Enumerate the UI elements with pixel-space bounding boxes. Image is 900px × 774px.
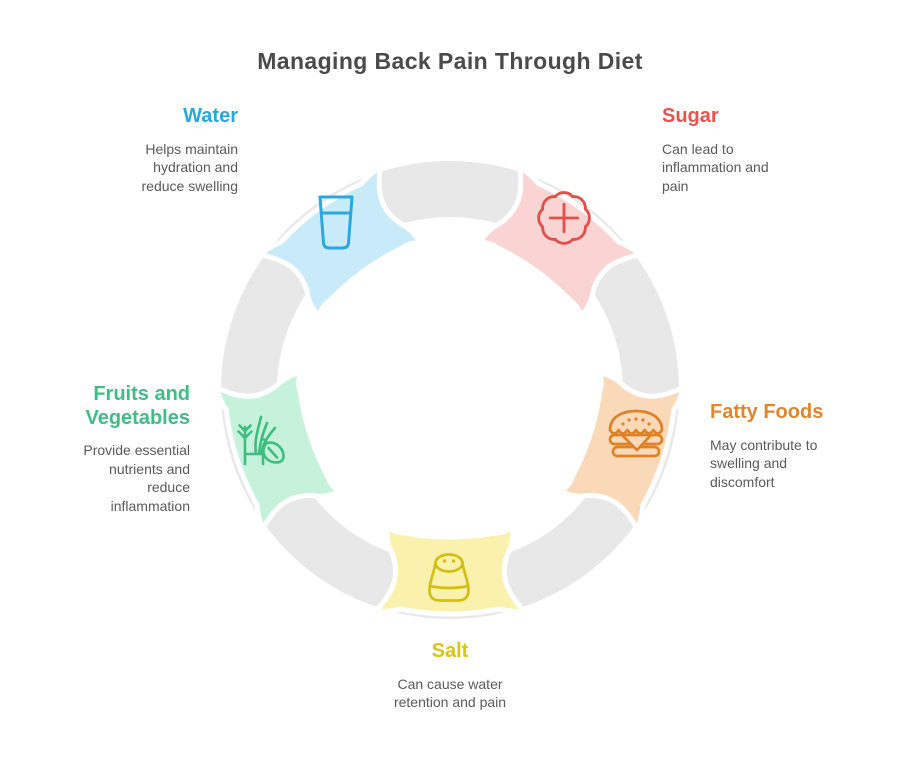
water-description: Helps maintain hydration and reduce swel… bbox=[141, 140, 239, 194]
leaf-plant-icon bbox=[237, 415, 285, 466]
burger-seeds bbox=[621, 417, 651, 426]
sugar-text-block: Sugar Can lead to inflammation and pain bbox=[662, 105, 842, 195]
water-heading: Water bbox=[183, 105, 238, 127]
salt-description: Can cause water retention and pain bbox=[393, 675, 507, 711]
burger-icon bbox=[608, 409, 664, 458]
sugar-heading: Sugar bbox=[662, 105, 719, 127]
page-title: Managing Back Pain Through Diet bbox=[257, 48, 643, 74]
fatty-foods-heading: Fatty Foods bbox=[710, 401, 824, 423]
fatty-foods-description: May contribute to swelling and discomfor… bbox=[710, 436, 818, 490]
fruits-vegetables-heading: Fruits and Vegetables bbox=[85, 383, 190, 429]
water-text-block: Water Helps maintain hydration and reduc… bbox=[38, 105, 239, 195]
sugar-candy-icon bbox=[537, 191, 591, 245]
salt-shaker-holes bbox=[442, 559, 456, 563]
fatty-foods-text-block: Fatty Foods May contribute to swelling a… bbox=[710, 401, 870, 491]
fruits-vegetables-text-block: Fruits and Vegetables Provide essential … bbox=[28, 383, 190, 516]
salt-heading: Salt bbox=[431, 640, 469, 662]
water-glass-icon bbox=[318, 195, 354, 250]
salt-shaker-icon bbox=[428, 553, 470, 602]
sugar-description: Can lead to inflammation and pain bbox=[662, 140, 769, 194]
fruits-vegetables-description: Provide essential nutrients and reduce i… bbox=[83, 442, 190, 515]
salt-text-block: Salt Can cause water retention and pain bbox=[330, 640, 570, 712]
